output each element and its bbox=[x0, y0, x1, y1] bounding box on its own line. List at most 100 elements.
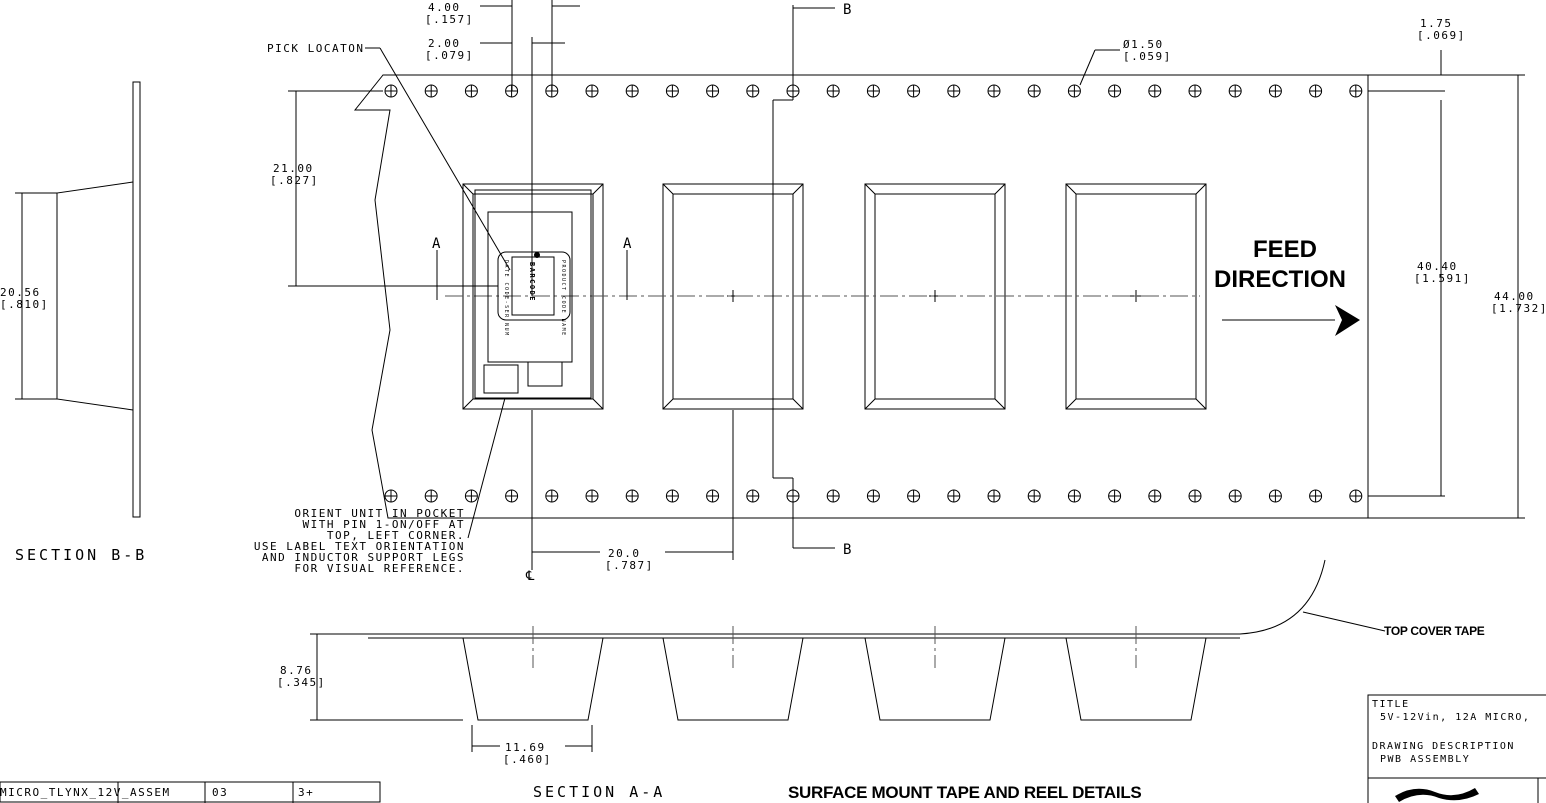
sprocket-hole-icon bbox=[545, 489, 559, 503]
sprocket-hole-icon bbox=[1108, 84, 1122, 98]
sprocket-hole-icon bbox=[1309, 84, 1323, 98]
sprocket-hole-icon bbox=[384, 489, 398, 503]
product-code-label: PRODUCT CODE NAME bbox=[560, 260, 566, 337]
dim-059: [.059] bbox=[1123, 50, 1172, 63]
svg-text:WITH PIN 1-ON/OFF AT: WITH PIN 1-ON/OFF AT bbox=[303, 518, 465, 531]
sprocket-hole-icon bbox=[866, 84, 880, 98]
pocket-section bbox=[1065, 626, 1207, 721]
dim-40.40: 40.40 bbox=[1417, 260, 1458, 273]
svg-text:ORIENT UNIT IN POCKET: ORIENT UNIT IN POCKET bbox=[294, 507, 465, 520]
sprocket-hole-icon bbox=[625, 84, 639, 98]
table-cell-part: MICRO_TLYNX_12V_ASSEM bbox=[0, 786, 171, 799]
sprocket-hole-icon bbox=[505, 489, 519, 503]
sprocket-hole-icon bbox=[585, 489, 599, 503]
sprocket-hole-icon bbox=[1349, 84, 1363, 98]
svg-text:USE LABEL TEXT ORIENTATION: USE LABEL TEXT ORIENTATION bbox=[254, 540, 465, 553]
sprocket-hole-icon bbox=[866, 489, 880, 503]
dim-20.0: 20.0 bbox=[608, 547, 641, 560]
section-b-marker: B bbox=[843, 2, 853, 18]
dim-069: [.069] bbox=[1417, 29, 1466, 42]
section-aa-label: SECTION A-A bbox=[533, 783, 665, 801]
title-label: TITLE bbox=[1372, 699, 1410, 710]
dim-hole-dia: Ø1.50 bbox=[1123, 38, 1164, 51]
table-cell-rev: 03 bbox=[212, 786, 228, 799]
sprocket-hole-icon bbox=[464, 84, 478, 98]
table-cell-qty: 3+ bbox=[298, 786, 314, 799]
top-cover-tape-label: TOP COVER TAPE bbox=[1384, 624, 1485, 638]
sprocket-hole-icon bbox=[1228, 489, 1242, 503]
sprocket-hole-icon bbox=[1067, 84, 1081, 98]
dim-20.56: 20.56 bbox=[0, 286, 41, 299]
pocket-section bbox=[662, 626, 804, 721]
dim-44.00: 44.00 bbox=[1494, 290, 1535, 303]
drawing-description-label: DRAWING DESCRIPTION bbox=[1372, 741, 1515, 752]
sprocket-hole-icon bbox=[987, 489, 1001, 503]
sprocket-hole-icon bbox=[706, 84, 720, 98]
sprocket-hole-icon bbox=[1268, 84, 1282, 98]
dim-157: [.157] bbox=[425, 13, 474, 26]
section-a-marker: A bbox=[623, 236, 633, 252]
dim-079: [.079] bbox=[425, 49, 474, 62]
sprocket-hole-icon bbox=[384, 84, 398, 98]
company-logo bbox=[1395, 788, 1479, 802]
sprocket-hole-icon bbox=[826, 489, 840, 503]
sprocket-hole-icon bbox=[585, 84, 599, 98]
sprocket-hole-icon bbox=[1188, 489, 1202, 503]
sprocket-hole-icon bbox=[907, 489, 921, 503]
pocket-section bbox=[462, 626, 604, 721]
date-code-label: DATE CODE-SER NUM bbox=[503, 260, 509, 337]
dim-345: [.345] bbox=[277, 676, 326, 689]
sprocket-hole-icon bbox=[464, 489, 478, 503]
dim-787: [.787] bbox=[605, 559, 654, 572]
sprocket-hole-icon bbox=[424, 84, 438, 98]
svg-text:AND INDUCTOR SUPPORT LEGS: AND INDUCTOR SUPPORT LEGS bbox=[262, 551, 465, 564]
dim-21.00: 21.00 bbox=[273, 162, 314, 175]
sprocket-hole-icon bbox=[1108, 489, 1122, 503]
sprocket-hole-icon bbox=[746, 489, 760, 503]
dim-1.75: 1.75 bbox=[1420, 17, 1453, 30]
sprocket-hole-icon bbox=[1027, 84, 1041, 98]
sprocket-hole-icon bbox=[1228, 84, 1242, 98]
svg-text:FOR VISUAL REFERENCE.: FOR VISUAL REFERENCE. bbox=[294, 562, 465, 575]
dim-11.69: 11.69 bbox=[505, 741, 546, 754]
sprocket-hole-icon bbox=[665, 84, 679, 98]
title-value: 5V-12Vin, 12A MICRO, bbox=[1380, 712, 1530, 723]
sprocket-hole-icon bbox=[665, 489, 679, 503]
module-unit: BARCODE DATE CODE-SER NUM PRODUCT CODE N… bbox=[474, 189, 592, 399]
sprocket-hole-icon bbox=[1268, 489, 1282, 503]
drawing-description-value: PWB ASSEMBLY bbox=[1380, 754, 1470, 765]
feed-label: FEED bbox=[1253, 236, 1317, 263]
sprocket-hole-icon bbox=[1067, 489, 1081, 503]
carrier-tape-outline bbox=[353, 74, 1369, 519]
dim-4.00: 4.00 bbox=[428, 1, 461, 14]
pocket-section bbox=[864, 626, 1006, 721]
sprocket-hole-icon bbox=[907, 84, 921, 98]
orient-note: ORIENT UNIT IN POCKET WITH PIN 1-ON/OFF … bbox=[254, 507, 465, 575]
sprocket-hole-icon bbox=[625, 489, 639, 503]
dim-460: [.460] bbox=[503, 753, 552, 766]
sprocket-hole-icon bbox=[746, 84, 760, 98]
sprocket-hole-icon bbox=[1148, 489, 1162, 503]
sprocket-hole-icon bbox=[1309, 489, 1323, 503]
sprocket-hole-icon bbox=[1148, 84, 1162, 98]
sprocket-hole-icon bbox=[987, 84, 1001, 98]
pick-location-label: PICK LOCATON bbox=[267, 42, 364, 55]
svg-text:TOP, LEFT CORNER.: TOP, LEFT CORNER. bbox=[327, 529, 465, 542]
section-a-marker: A bbox=[432, 236, 442, 252]
sprocket-hole-icon bbox=[706, 489, 720, 503]
dim-1591: [1.591] bbox=[1414, 272, 1471, 285]
sprocket-hole-icon bbox=[1349, 489, 1363, 503]
section-bb-label: SECTION B-B bbox=[15, 546, 147, 564]
dim-2.00: 2.00 bbox=[428, 37, 461, 50]
sprocket-hole-icon bbox=[1027, 489, 1041, 503]
centerline-symbol: ℄ bbox=[525, 569, 536, 584]
dim-810: [.810] bbox=[0, 298, 49, 311]
drawing-footer-title: SURFACE MOUNT TAPE AND REEL DETAILS bbox=[788, 783, 1141, 802]
sprocket-hole-icon bbox=[947, 489, 961, 503]
section-b-marker: B bbox=[843, 542, 853, 558]
dim-1732: [1.732] bbox=[1491, 302, 1546, 315]
sprocket-hole-icon bbox=[1188, 84, 1202, 98]
dim-8.76: 8.76 bbox=[280, 664, 313, 677]
sprocket-hole-icon bbox=[424, 489, 438, 503]
